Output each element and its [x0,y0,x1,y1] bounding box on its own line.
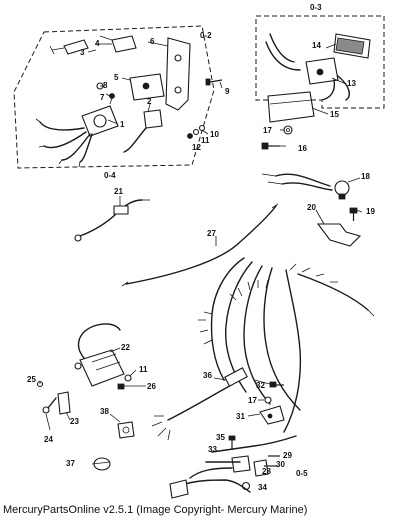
callout-11-upper: 11 [201,136,210,145]
callout-12: 12 [192,143,201,152]
screw-part-16 [261,142,280,150]
bracket-part-20 [316,223,362,247]
callout-3: 3 [80,48,85,57]
callout-10: 10 [210,130,219,139]
connector-part-33 [231,455,251,473]
callout-17-upper: 17 [263,126,272,135]
callout-2: 2 [147,97,152,106]
group-0-3-outline [255,15,385,109]
callout-11-lower: 11 [139,365,148,374]
callout-14: 14 [312,41,321,50]
sensor-part-18 [261,173,350,200]
cap-part-37 [93,457,111,471]
callout-30: 30 [276,460,285,469]
callout-1: 1 [120,120,125,129]
screw-part-35 [228,435,236,450]
screw-part-19 [349,207,358,221]
washer-part-11-upper [192,128,200,136]
callout-17-lower: 17 [248,396,257,405]
callout-15: 15 [330,110,339,119]
callout-21: 21 [114,187,123,196]
exploded-parts-diagram: 0-2 0-3 0-4 0-5 [13,3,385,499]
copyright-caption: MercuryPartsOnline v2.5.1 (Image Copyrig… [3,504,308,516]
callout-23: 23 [70,417,79,426]
callout-25: 25 [27,375,36,384]
callout-27: 27 [207,229,216,238]
callout-6: 6 [150,37,155,46]
harness-part-36 [151,367,248,441]
key-tag-part-4 [96,35,137,53]
callout-7: 7 [100,93,105,102]
callout-9: 9 [225,87,230,96]
group-label-0-5: 0-5 [296,469,308,478]
washer-part-10 [198,124,206,132]
washer-part-17-upper [283,125,293,135]
ring-lead-part-24 [42,397,57,414]
callout-13: 13 [347,79,356,88]
callout-8: 8 [103,81,108,90]
callout-18: 18 [361,172,370,181]
nut-part-11-lower [124,374,132,382]
screw-part-32 [269,381,284,388]
bolt-part-9 [205,78,223,86]
group-label-0-4: 0-4 [104,171,116,180]
stop-switch-part-2 [123,109,163,153]
key-part-3 [49,39,89,55]
connector-part-28 [253,459,269,477]
cable-part-27 [121,203,279,287]
callout-29: 29 [283,451,292,460]
main-wiring-harness [198,257,375,433]
fuse-lead-part-21 [74,199,150,242]
callout-36: 36 [203,371,212,380]
nut-part-12 [187,133,193,139]
callout-33: 33 [208,445,217,454]
callout-35: 35 [216,433,225,442]
terminal-part-23 [57,391,71,415]
screw-part-26 [117,383,125,390]
callout-24: 24 [44,435,53,444]
ignition-switch-part-5 [129,73,165,101]
washer-part-17-lower [264,396,272,404]
screw-part-7 [109,93,115,105]
callout-38: 38 [100,407,109,416]
callout-34: 34 [258,483,267,492]
callout-16: 16 [298,144,307,153]
leader-lines [39,35,363,465]
callout-20: 20 [307,203,316,212]
callout-4: 4 [95,39,100,48]
ignition-switch-part-1 [35,105,119,168]
callout-37: 37 [66,459,75,468]
callout-5: 5 [114,73,119,82]
harness-plug-part-13 [305,57,350,101]
lower-harness-leads [169,435,297,499]
cover-part-15 [267,91,315,123]
callout-32: 32 [256,381,265,390]
callout-19: 19 [366,207,375,216]
callout-22: 22 [121,343,130,352]
boot-part-38 [117,421,135,439]
clamp-part-31 [259,405,285,425]
callout-28: 28 [262,467,271,476]
callout-31: 31 [236,412,245,421]
mounting-bracket-part-6 [165,37,191,111]
callout-26: 26 [147,382,156,391]
group-label-0-2: 0-2 [200,31,212,40]
module-part-14 [265,33,371,71]
solenoid-part-22 [74,323,125,387]
group-label-0-3: 0-3 [310,3,322,12]
